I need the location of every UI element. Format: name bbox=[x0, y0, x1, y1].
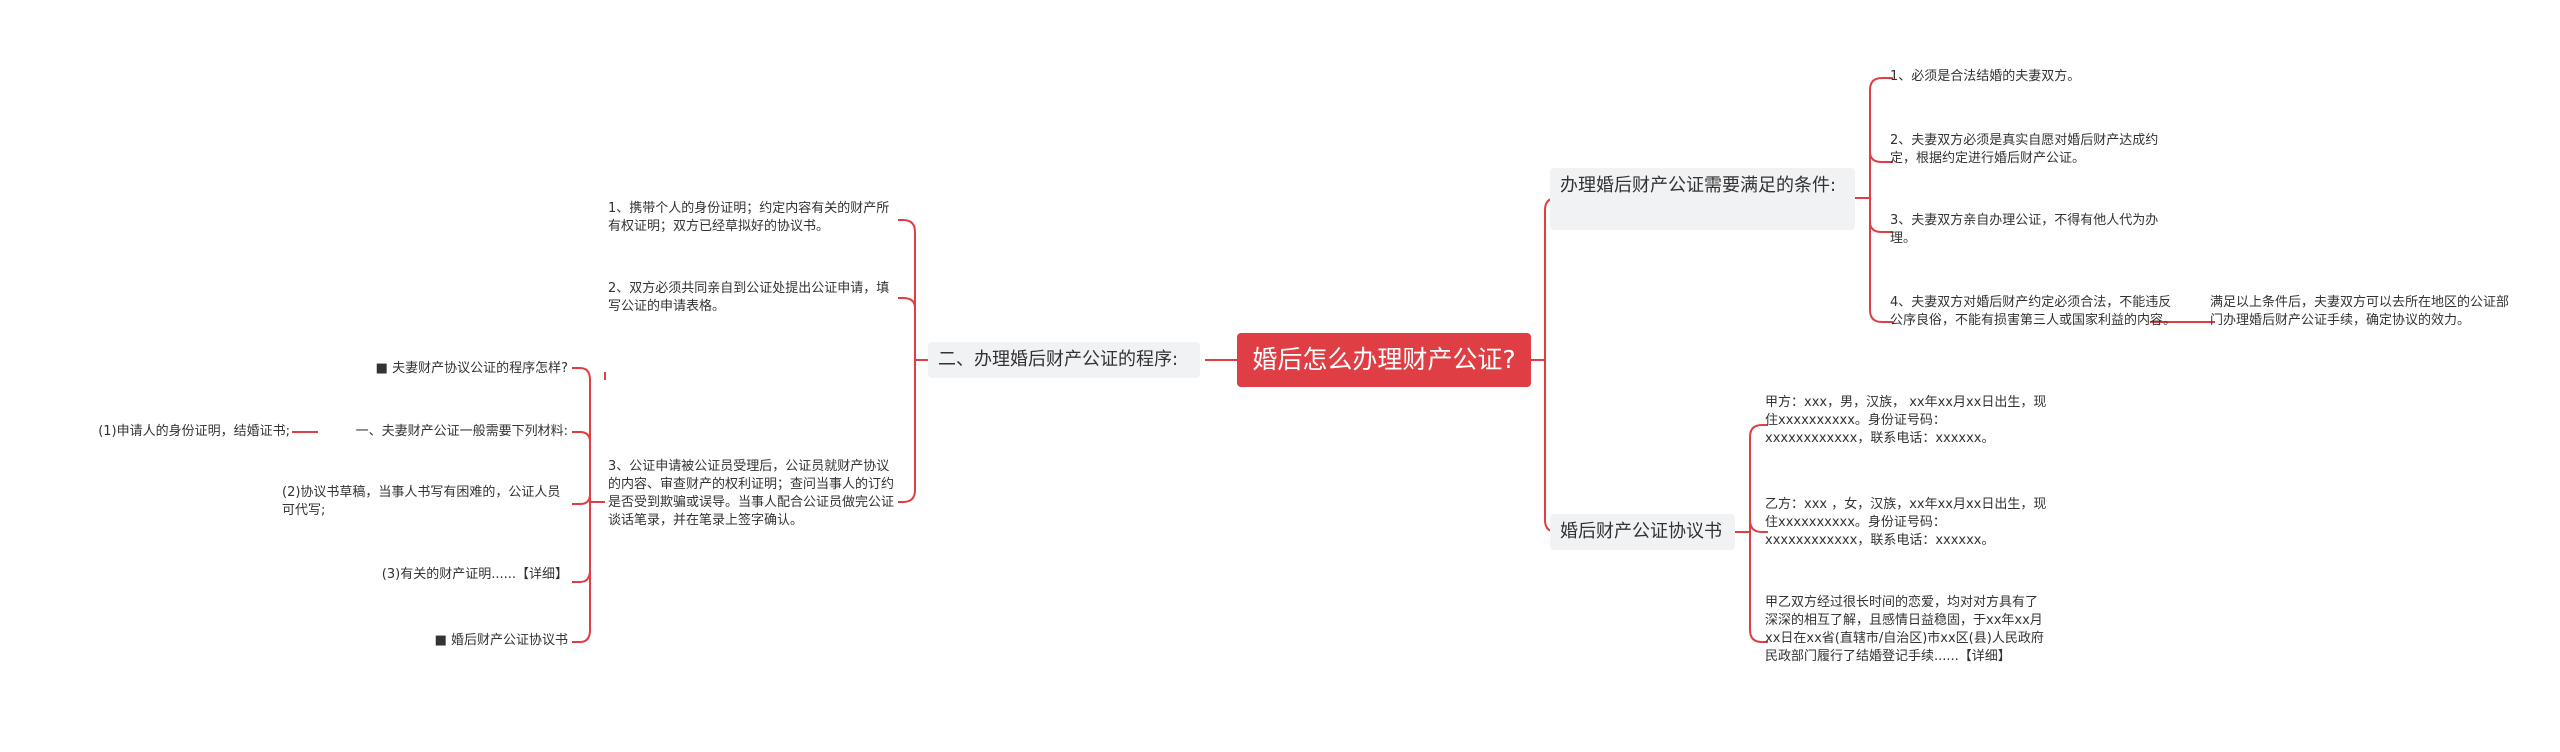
far-left-item-2: (2)协议书草稿，当事人书写有困难的，公证人员可代写; bbox=[282, 485, 561, 518]
condition-item-2: 2、夫妻双方必须是真实自愿对婚后财产达成约定，根据约定进行婚后财产公证。 bbox=[1890, 133, 2159, 166]
procedure-item-2: 2、双方必须共同亲自到公证处提出公证申请，填写公证的申请表格。 bbox=[608, 281, 890, 314]
condition-note: 满足以上条件后，夫妻双方可以去所在地区的公证部门办理婚后财产公证手续，确定协议的… bbox=[2210, 295, 2510, 328]
procedure-item-1: 1、携带个人的身份证明；约定内容有关的财产所有权证明；双方已经草拟好的协议书。 bbox=[608, 201, 890, 234]
agreement-party-b: 乙方：xxx ，女，汉族，xx年xx月xx日出生，现住xxxxxxxxxx。身份… bbox=[1765, 497, 2047, 548]
agreement-party-a: 甲方：xxx，男，汉族， xx年xx月xx日出生，现住xxxxxxxxxx。身份… bbox=[1765, 395, 2047, 446]
procedure-item-3: 3、公证申请被公证员受理后，公证员就财产协议的内容、审查财产的权利证明；查问当事… bbox=[608, 459, 895, 528]
branch-agreement[interactable]: 婚后财产公证协议书 bbox=[1550, 514, 1735, 550]
far-left-link-procedure[interactable]: ■ 夫妻财产协议公证的程序怎样? bbox=[375, 361, 568, 376]
far-left-link-agreement[interactable]: ■ 婚后财产公证协议书 bbox=[434, 633, 568, 648]
far-left-materials: 一、夫妻财产公证一般需要下列材料: bbox=[355, 424, 568, 439]
condition-item-1: 1、必须是合法结婚的夫妻双方。 bbox=[1890, 69, 2081, 84]
far-left-sub-item-1: (1)申请人的身份证明，结婚证书; bbox=[98, 424, 290, 439]
condition-item-4: 4、夫妻双方对婚后财产约定必须合法，不能违反公序良俗，不能有损害第三人或国家利益… bbox=[1890, 295, 2177, 328]
agreement-background[interactable]: 甲乙双方经过很长时间的恋爱，均对对方具有了深深的相互了解，且感情日益稳固，于xx… bbox=[1765, 595, 2044, 664]
far-left-item-3[interactable]: (3)有关的财产证明......【详细】 bbox=[381, 567, 568, 582]
branch-conditions[interactable]: 办理婚后财产公证需要满足的条件: bbox=[1550, 168, 1855, 230]
branch-procedure[interactable]: 二、办理婚后财产公证的程序: bbox=[928, 342, 1200, 378]
root-topic[interactable]: 婚后怎么办理财产公证? bbox=[1237, 333, 1531, 387]
condition-item-3: 3、夫妻双方亲自办理公证，不得有他人代为办理。 bbox=[1890, 213, 2159, 246]
